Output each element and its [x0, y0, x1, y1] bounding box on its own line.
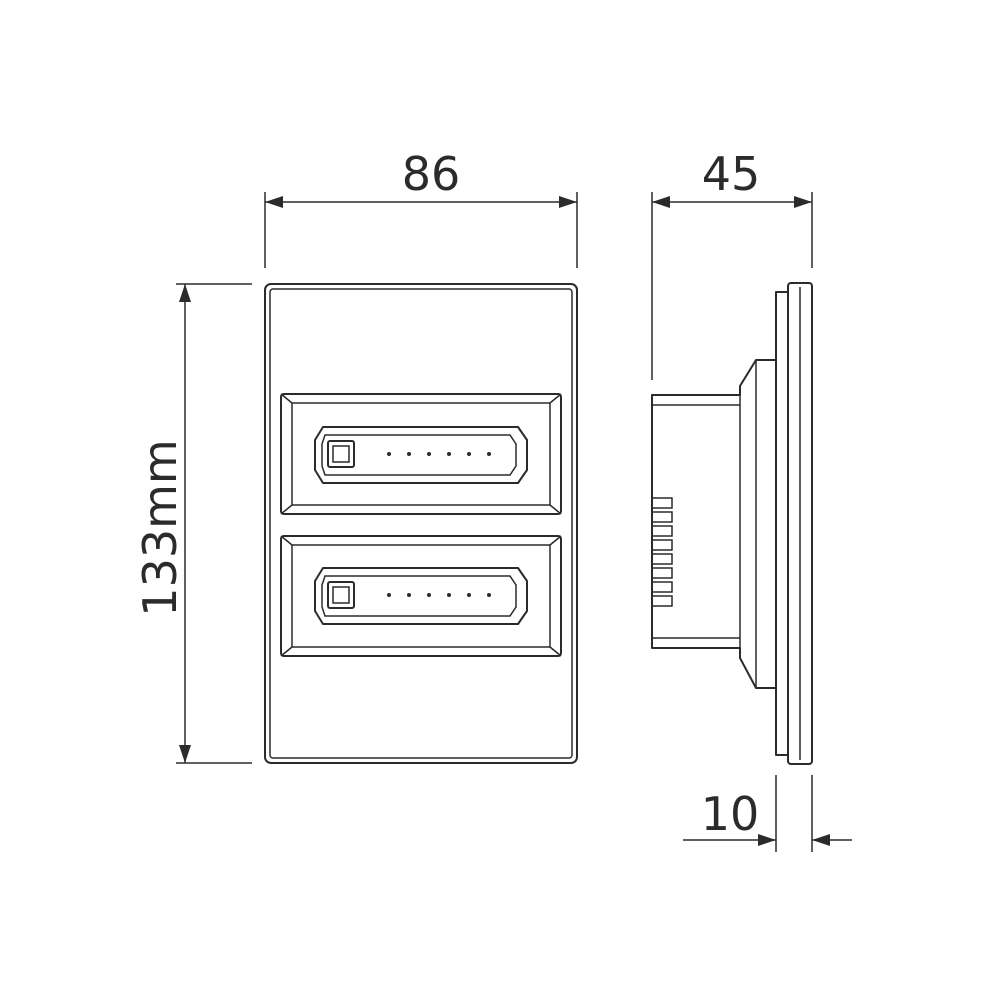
side-body [651, 359, 777, 689]
arrowhead-icon [794, 196, 812, 208]
dot-icon [407, 593, 411, 597]
width-dimension: 86 [264, 147, 578, 268]
switch-module-top [280, 393, 562, 515]
depth-label: 45 [702, 147, 761, 201]
rocker-key [314, 567, 528, 625]
dot-icon [407, 452, 411, 456]
indicator-window-inner [332, 445, 350, 463]
side-frame [775, 291, 789, 756]
module-bezel [291, 402, 551, 506]
height-label: 133mm [133, 439, 187, 616]
arrowhead-icon [179, 745, 191, 763]
indicator-dots [387, 593, 491, 597]
terminal-fins [651, 497, 673, 607]
side-view [651, 282, 813, 765]
arrowhead-icon [652, 196, 670, 208]
dot-icon [487, 452, 491, 456]
height-dimension: 133mm [133, 283, 252, 764]
dot-icon [467, 452, 471, 456]
width-label: 86 [402, 147, 461, 201]
indicator-window-inner [332, 586, 350, 604]
switch-module-bottom [280, 535, 562, 657]
dot-icon [467, 593, 471, 597]
front-plate-inner-edge [269, 288, 573, 759]
front-plate-outline [264, 283, 578, 764]
arrowhead-icon [812, 834, 830, 846]
module-bezel [291, 544, 551, 648]
plate-thickness-label: 10 [701, 787, 760, 841]
dot-icon [427, 593, 431, 597]
depth-dimension: 45 [651, 147, 813, 380]
dot-icon [487, 593, 491, 597]
arrowhead-icon [758, 834, 776, 846]
module-frame [280, 393, 562, 515]
arrowhead-icon [559, 196, 577, 208]
rocker-key-inner [321, 434, 517, 476]
front-view [264, 283, 578, 764]
module-frame [280, 535, 562, 657]
dot-icon [387, 452, 391, 456]
dot-icon [387, 593, 391, 597]
plate-thickness-dimension: 10 [683, 775, 852, 852]
dot-icon [427, 452, 431, 456]
rocker-key-inner [321, 575, 517, 617]
dot-icon [447, 452, 451, 456]
rocker-key [314, 426, 528, 484]
indicator-window-icon [327, 440, 355, 468]
dot-icon [447, 593, 451, 597]
arrowhead-icon [179, 284, 191, 302]
arrowhead-icon [265, 196, 283, 208]
indicator-dots [387, 452, 491, 456]
indicator-window-icon [327, 581, 355, 609]
